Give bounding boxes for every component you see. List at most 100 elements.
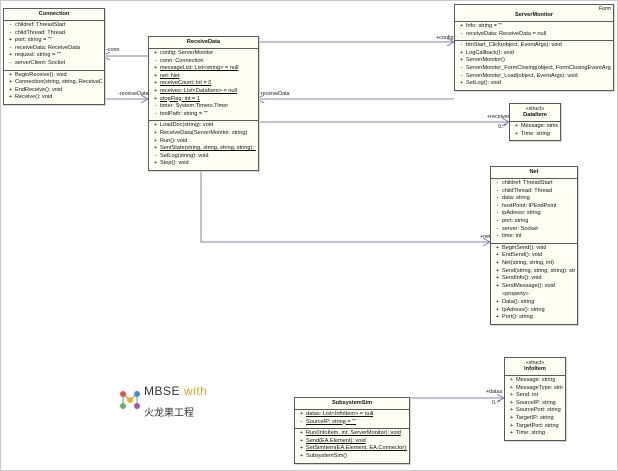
class-servermonitor-operations: -btnStart_Click(object, EventArgs): void… [455, 40, 613, 90]
class-receivedata[interactable]: ReceiveData +config: ServerMonitor-conn:… [148, 36, 259, 171]
member-text: Connection(string, string, ReceiveData) [15, 79, 102, 86]
visibility-marker: - [496, 195, 499, 202]
class-receivedata-operations-row: +Run(): void [151, 138, 256, 146]
visibility-marker: + [459, 57, 464, 64]
member-text: Stop(): void [160, 160, 189, 167]
member-text: SetSimItem(EA.Element, EA.Connector): vo… [306, 445, 407, 452]
class-net-attributes-row: -childThread: Thread [493, 188, 575, 196]
member-text: server: Socket [502, 225, 538, 232]
member-text: time: int [502, 233, 522, 240]
class-infoitem-attributes-row: +TargetPort: string [507, 423, 563, 431]
visibility-marker: + [153, 50, 158, 56]
class-receivedata-attributes-row: +config: ServerMonitor [151, 50, 256, 58]
visibility-marker: + [514, 130, 519, 137]
member-text: SentState(string, string, string, string… [160, 145, 256, 152]
class-dataitem-attributes-row: +Message: string [512, 123, 558, 131]
visibility-marker: + [495, 252, 500, 259]
mbse-logo-with: with [184, 384, 208, 398]
visibility-marker: + [153, 122, 158, 129]
member-text: SendInfo(): void [502, 275, 542, 282]
member-text: serverClient: Socket [15, 59, 66, 66]
visibility-marker: + [153, 87, 158, 94]
class-receivedata-attributes-row: -timer: System.Timers.Timer [151, 103, 256, 111]
class-infoitem-attributes-row: +TargetIP: string [507, 415, 563, 423]
visibility-marker: + [509, 392, 514, 399]
assoc-net-line[interactable] [200, 166, 490, 242]
class-net-property-stereotype: «property» [502, 291, 529, 298]
visibility-marker: + [495, 259, 500, 266]
class-net-operations: +BeginSend(): void+EndSend(): void+Net(s… [493, 245, 575, 291]
visibility-marker: - [154, 110, 157, 117]
assoc-config-label: +config [436, 35, 454, 41]
class-net-attributes: -childref: ThreadStart-childThread: Thre… [491, 179, 577, 243]
member-text: TargetIP: string [516, 414, 554, 421]
member-text: toolPath: string = "" [160, 110, 208, 117]
class-connection-name: Connection [4, 9, 104, 21]
class-connection[interactable]: Connection -childref: ThreadStart-childT… [3, 8, 105, 105]
visibility-marker: + [299, 430, 304, 437]
class-net-operations-row: +SendInfo(): void [493, 275, 575, 283]
member-text: Time: string [516, 430, 546, 437]
class-servermonitor[interactable]: Form ServerMonitor +Info: string = ""-re… [454, 4, 614, 91]
class-net-properties: +Data(): string+IpAdress(): string+Port(… [493, 299, 575, 322]
visibility-marker: - [9, 29, 12, 36]
member-text: ServerMonitor_FormClosing(object, FormCl… [466, 64, 611, 71]
visibility-marker: + [459, 49, 464, 56]
class-net[interactable]: Net -childref: ThreadStart-childThread: … [490, 166, 578, 325]
class-connection-attributes-row: -childref: ThreadStart [6, 22, 102, 30]
class-subsystemsim-name: SubsystemSim [295, 398, 409, 410]
visibility-marker: + [8, 86, 13, 93]
member-text: SendMessage(): void [502, 282, 555, 289]
visibility-marker: - [9, 22, 12, 28]
class-receivedata-operations: +LoadDoc(string): void+ReceiveData(Serve… [149, 120, 258, 170]
class-connection-attributes-row: -serverClient: Socket [6, 60, 102, 68]
member-text: BeginSend(): void [502, 244, 547, 251]
class-subsystemsim[interactable]: SubsystemSim +datas: List<InfoItem> = nu… [294, 397, 410, 464]
visibility-marker: + [299, 452, 304, 459]
visibility-marker: + [8, 52, 13, 59]
class-servermonitor-operations-row: -btnStart_Click(object, EventArgs): void [457, 42, 611, 50]
class-subsystemsim-attributes: +datas: List<InfoItem> = null-SourceIP: … [295, 410, 409, 428]
class-net-attributes-row: -time: int [493, 233, 575, 241]
class-dataitem[interactable]: «struct» DataItem +Message: string+Time:… [509, 103, 561, 142]
visibility-marker: + [299, 411, 304, 417]
visibility-marker: - [496, 202, 499, 209]
assoc-datas-multiplicity: 0..* [492, 400, 501, 406]
class-dataitem-stereotype: «struct» [525, 106, 545, 112]
class-net-attributes-row: -server: Socket [493, 226, 575, 234]
visibility-marker: - [496, 187, 499, 194]
member-text: data: string [502, 195, 530, 202]
class-connection-operations-row: +Receive(): void [6, 94, 102, 102]
member-text: ReceiveData(ServerMonitor, string) [160, 129, 248, 136]
member-text: ServerMonitor() [466, 57, 505, 64]
visibility-marker: + [153, 129, 158, 136]
class-infoitem-attributes-row: +Send: int [507, 392, 563, 400]
member-text: SourceIP: string = "" [306, 418, 357, 425]
member-text: EndSend(): void [502, 252, 543, 259]
member-text: SetLog(): void [466, 80, 501, 87]
class-infoitem-attributes-row: +SourcePort: string [507, 407, 563, 415]
visibility-marker: + [514, 123, 519, 129]
class-dataitem-name: DataItem [523, 112, 547, 118]
class-infoitem[interactable]: «struct» InfoItem +Message: string+Messa… [504, 357, 566, 441]
class-dataitem-attributes-row: +Time: string [512, 131, 558, 139]
member-text: childref: ThreadStart [15, 22, 66, 28]
member-text: BeginReceive(): void [15, 71, 67, 78]
visibility-marker: - [300, 418, 303, 425]
class-net-properties-row: +Port(): string [493, 314, 575, 322]
class-net-attributes-row: -childref: ThreadStart [493, 180, 575, 188]
class-connection-operations-row: +BeginReceive(): void [6, 72, 102, 80]
visibility-marker: + [153, 160, 158, 167]
class-net-name: Net [491, 167, 577, 179]
class-infoitem-attributes-row: +SourceIP: string [507, 400, 563, 408]
class-receivedata-attributes-row: +receives: List<DataItem> = null [151, 88, 256, 96]
member-text: Time: string [521, 130, 551, 137]
class-subsystemsim-operations-row: +SetSimItem(EA.Element, EA.Connector): v… [297, 445, 407, 453]
member-text: btnStart_Click(object, EventArgs): void [466, 42, 562, 49]
class-connection-operations-row: +EndReceive(): void [6, 87, 102, 95]
visibility-marker: + [459, 80, 464, 87]
visibility-marker: + [495, 244, 500, 251]
class-receivedata-attributes-row: +receiveCount: int = 0 [151, 80, 256, 88]
member-text: Run(InfoItem, int, ServerMonitor): void [306, 430, 401, 437]
class-infoitem-attributes-row: +MessageType: string [507, 385, 563, 393]
